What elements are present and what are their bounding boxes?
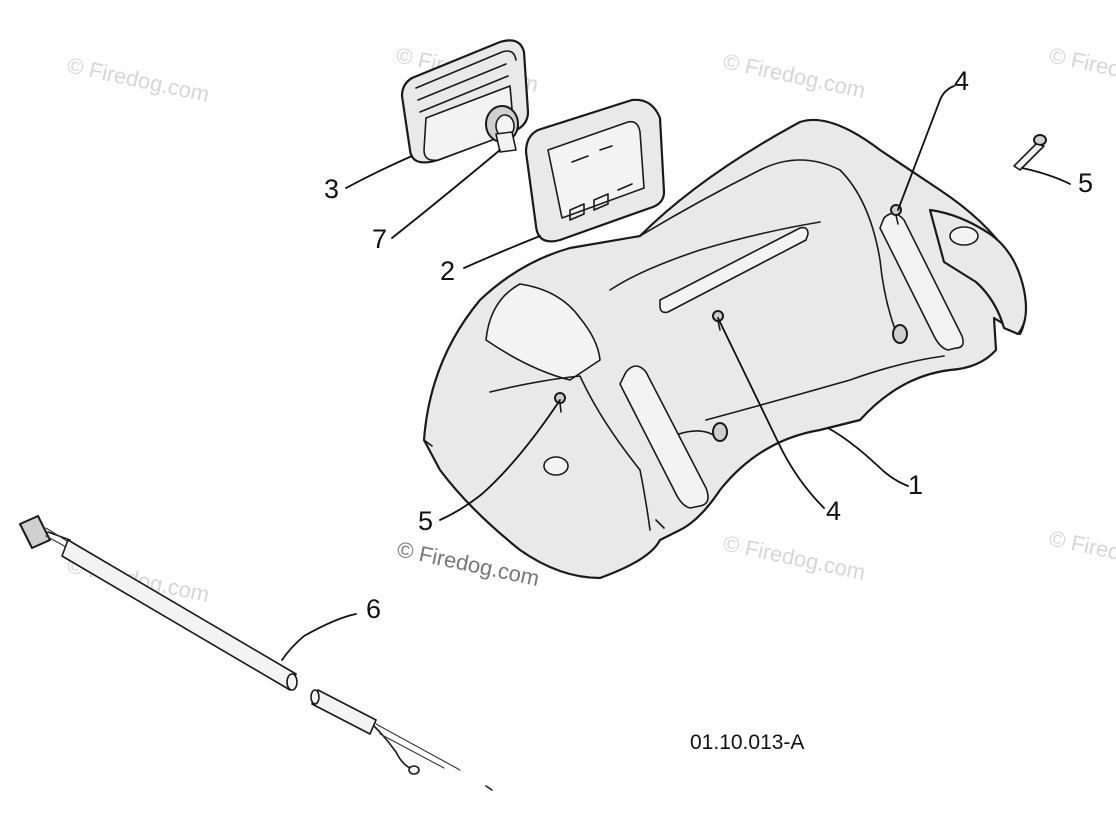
callout-number: 1 [908, 470, 923, 500]
leader-line [1021, 167, 1071, 185]
leader-line [463, 235, 541, 269]
callout-number: 6 [366, 594, 381, 624]
watermark: © Firedog.com [1047, 525, 1116, 580]
leader-line [345, 155, 413, 189]
leader-line [281, 613, 357, 661]
watermark: © Firedog.com [721, 48, 868, 103]
lamp-bezel-part [524, 98, 666, 243]
callout-number: 5 [1078, 168, 1093, 198]
callout-labels: 1 2 3 4 4 5 5 6 7 [324, 66, 1093, 624]
callout-number: 2 [440, 256, 455, 286]
leader-line [897, 85, 955, 211]
wire-harness-part [19, 515, 493, 791]
leader-line [439, 399, 561, 521]
watermark: © Firedog.com [1047, 42, 1116, 97]
callout-number: 4 [826, 496, 841, 526]
watermark: © Firedog.com [721, 530, 868, 585]
leader-line [827, 427, 909, 487]
bolt-part [554, 134, 1047, 413]
drawing-id: 01.10.013-A [690, 731, 804, 754]
watermark: © Firedog.com [65, 52, 212, 107]
leader-line [391, 149, 501, 239]
lamp-housing-part [400, 39, 530, 164]
callout-number: 5 [418, 506, 433, 536]
leader-line [717, 317, 825, 509]
callout-number: 3 [324, 174, 339, 204]
leader-lines [281, 85, 1071, 661]
hood-part [422, 118, 1028, 580]
callout-number: 7 [372, 224, 387, 254]
callout-number: 4 [954, 66, 969, 96]
